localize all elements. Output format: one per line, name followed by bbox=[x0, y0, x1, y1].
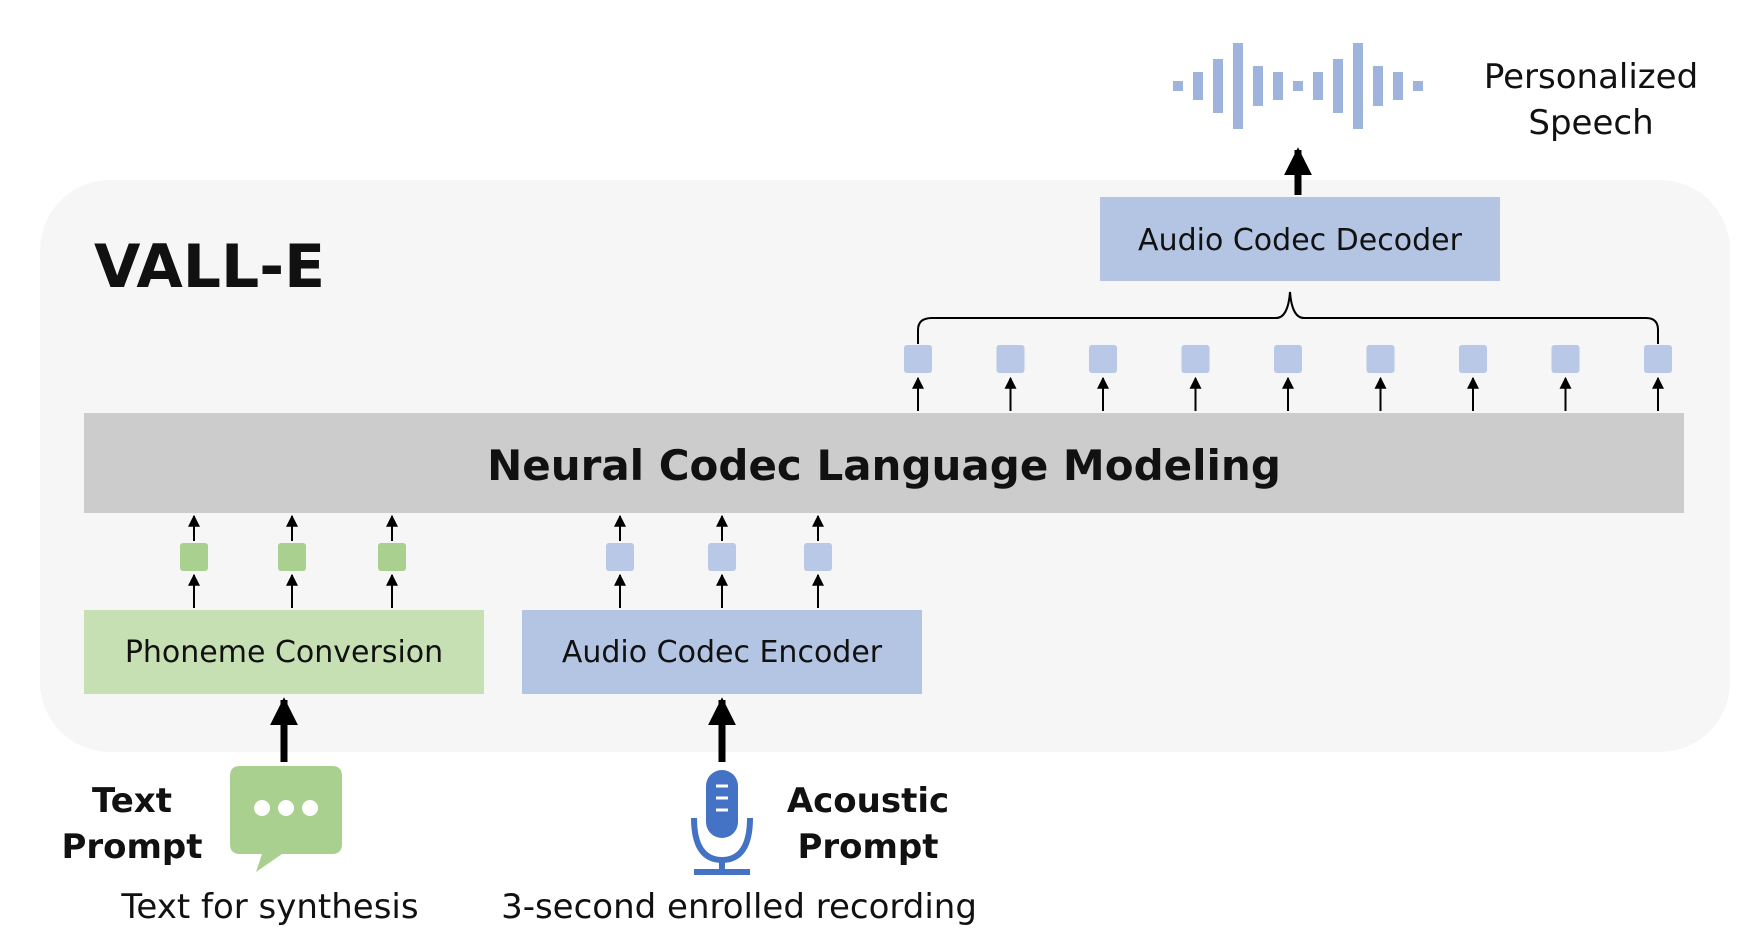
output-token bbox=[1366, 345, 1395, 373]
waveform-bar bbox=[1293, 81, 1303, 91]
diagram-title: VALL-E bbox=[94, 232, 325, 302]
waveform-bar bbox=[1413, 81, 1423, 91]
phoneme-token bbox=[378, 543, 406, 571]
acoustic-prompt-caption: 3-second enrolled recording bbox=[501, 887, 977, 927]
acoustic-token bbox=[606, 543, 634, 571]
output-token bbox=[1551, 345, 1580, 373]
audio-codec-decoder-block bbox=[1100, 197, 1500, 281]
waveform-icon bbox=[1173, 43, 1423, 129]
waveform-bar bbox=[1333, 59, 1343, 113]
token-brace bbox=[917, 291, 1659, 344]
output-token bbox=[996, 345, 1025, 373]
speech-bubble-icon bbox=[230, 766, 342, 872]
acoustic-prompt-label-line1: Acoustic bbox=[787, 781, 949, 821]
waveform-bar bbox=[1373, 66, 1383, 106]
neural-codec-language-modeling-label: Neural Codec Language Modeling bbox=[487, 441, 1281, 490]
waveform-bar bbox=[1173, 81, 1183, 91]
phoneme-conversion-label: Phoneme Conversion bbox=[125, 635, 443, 670]
waveform-bar bbox=[1193, 72, 1203, 100]
audio-codec-encoder-label: Audio Codec Encoder bbox=[562, 635, 883, 670]
output-token bbox=[1089, 345, 1117, 373]
phoneme-conversion-block bbox=[84, 610, 484, 694]
phoneme-token bbox=[180, 543, 208, 571]
output-token bbox=[904, 345, 932, 373]
output-token bbox=[1274, 345, 1302, 373]
acoustic-prompt-label-line2: Prompt bbox=[797, 827, 938, 867]
waveform-bar bbox=[1353, 43, 1363, 129]
waveform-bar bbox=[1233, 43, 1243, 129]
text-prompt-caption: Text for synthesis bbox=[120, 887, 418, 927]
output-label-line1: Personalized bbox=[1484, 57, 1698, 97]
phoneme-token-row bbox=[180, 514, 406, 608]
acoustic-token bbox=[804, 543, 832, 571]
audio-codec-encoder-block bbox=[522, 610, 922, 694]
output-token bbox=[1459, 345, 1487, 373]
acoustic-token-row bbox=[606, 514, 832, 608]
output-label-line2: Speech bbox=[1528, 103, 1653, 143]
microphone-icon bbox=[691, 770, 753, 875]
output-token-row bbox=[904, 345, 1672, 411]
output-token bbox=[1181, 345, 1210, 373]
acoustic-token bbox=[708, 543, 736, 571]
waveform-bar bbox=[1273, 72, 1283, 100]
output-token bbox=[1644, 345, 1672, 373]
waveform-bar bbox=[1313, 72, 1323, 100]
text-prompt-label-line2: Prompt bbox=[61, 827, 202, 867]
neural-codec-language-modeling-block bbox=[84, 413, 1684, 513]
waveform-bar bbox=[1253, 66, 1263, 106]
phoneme-token bbox=[278, 543, 306, 571]
audio-codec-decoder-label: Audio Codec Decoder bbox=[1138, 223, 1463, 258]
text-prompt-label-line1: Text bbox=[92, 781, 172, 821]
waveform-bar bbox=[1213, 59, 1223, 113]
waveform-bar bbox=[1393, 72, 1403, 100]
